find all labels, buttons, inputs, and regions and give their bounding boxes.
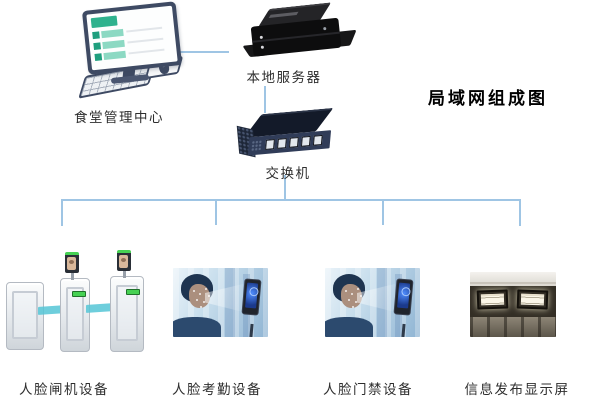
face-terminal-icon [241,278,262,316]
drop-line-attendance [215,200,217,225]
monitor-icon [81,1,183,75]
face-scan-mesh [345,290,347,292]
server-box-icon [242,1,357,73]
device-label-access: 人脸门禁设备 [323,382,413,397]
menu-screen-icon [476,289,509,310]
management-center-label: 食堂管理中心 [74,110,164,125]
gate-pedestal [6,282,44,350]
monitor-screen [86,5,178,71]
desktop-computer-icon [75,1,187,99]
ethernet-port-icon [288,136,299,148]
gate-face-terminal-icon [117,250,131,271]
face-access-terminal-photo [325,268,420,337]
device-label-gate: 人脸闸机设备 [19,382,109,397]
face-attendance-terminal-photo [173,268,268,337]
connector-server-to-switch [264,86,266,113]
drop-line-access [382,200,384,225]
connector-switch-to-bus [284,175,286,201]
info-display-screens-photo [470,272,556,337]
face-turnstile-gate-icon [4,250,150,356]
switch-label: 交换机 [265,166,311,181]
face-terminal-icon [393,278,414,316]
bus-line [61,199,521,201]
ethernet-port-icon [265,139,275,150]
gate-led [126,289,140,295]
gate-pedestal [60,278,90,352]
device-label-display: 信息发布显示屏 [464,382,570,397]
ethernet-port-icon [312,134,323,146]
connector-pc-to-server [172,51,229,53]
drop-line-gate [61,200,63,226]
screen-header-block [90,15,118,29]
network-switch-icon [234,106,340,171]
diagram-title: 局域网组成图 [428,89,548,108]
local-server-label: 本地服务器 [246,70,322,85]
face-scan-mesh [193,290,195,292]
ethernet-port-icon [300,135,311,147]
gate-face-terminal-icon [65,252,79,273]
drop-line-display [519,200,521,226]
ethernet-port-icon [277,138,287,149]
gate-led [72,291,86,297]
gate-pedestal [110,276,144,352]
device-label-attendance: 人脸考勤设备 [172,382,262,397]
menu-screen-icon [516,289,549,310]
